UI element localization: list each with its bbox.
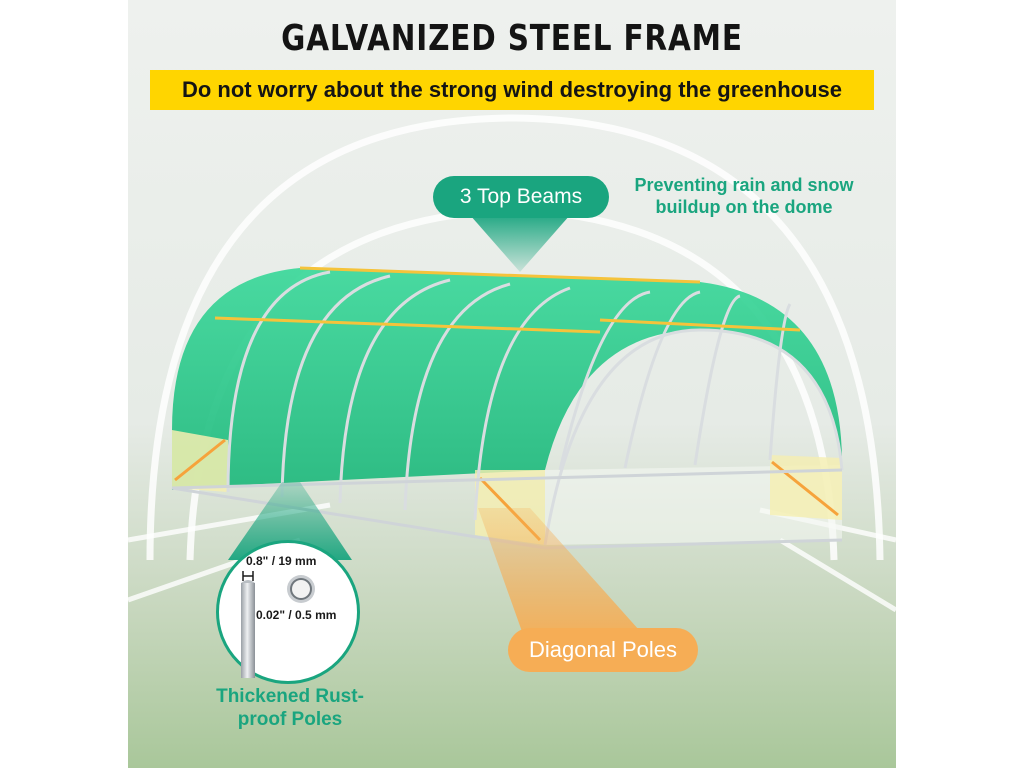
pole-cross-section-icon <box>287 575 315 603</box>
top-beams <box>214 266 801 334</box>
poles-note: Thickened Rust-proof Poles <box>216 686 364 730</box>
subtitle-banner: Do not worry about the strong wind destr… <box>150 70 874 110</box>
pole-detail-illustration <box>241 571 315 678</box>
pole-outer-diameter: 0.8" / 19 mm <box>246 554 317 568</box>
frame-arches <box>226 270 844 546</box>
pole-wall-thickness: 0.02" / 0.5 mm <box>256 608 337 622</box>
diagonal-poles-pointer <box>478 508 648 640</box>
subtitle-text: Do not worry about the strong wind destr… <box>181 77 843 102</box>
diameter-marker-icon <box>242 571 254 581</box>
top-beams-note: Preventing rain and snow buildup on the … <box>634 175 854 217</box>
top-beams-pointer <box>470 215 570 272</box>
poles-pointer <box>228 482 352 560</box>
pole-detail-circle <box>216 540 360 684</box>
page-title: GALVANIZED STEEL FRAME <box>281 18 743 59</box>
top-beams-label: 3 Top Beams <box>433 176 609 218</box>
diagonal-poles-label: Diagonal Poles <box>508 628 698 672</box>
pole-icon <box>241 583 255 678</box>
